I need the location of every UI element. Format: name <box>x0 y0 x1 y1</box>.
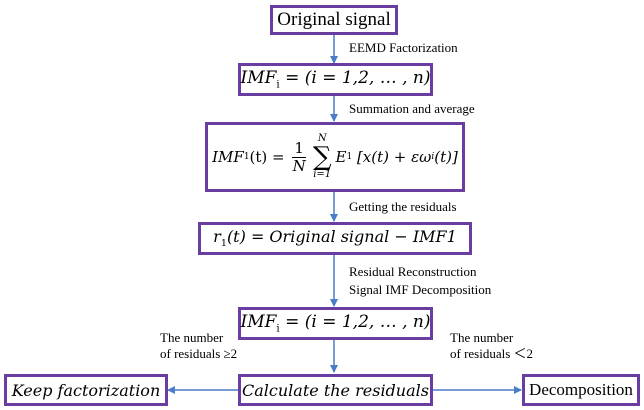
imf-i-bottom-formula: IMFi = (i = 1,2, … , n) <box>241 312 431 334</box>
label-residual-reconstruction-line2: Signal IMF Decomposition <box>349 282 492 297</box>
label-left-branch-line2: of residuals ≥2 <box>160 346 238 361</box>
sum-lower-limit: i=1 <box>313 169 332 180</box>
sigma-glyph: ∑ <box>312 142 332 172</box>
node-residual: r1(t) = Original signal − IMF1 <box>198 222 472 255</box>
imf-1-lhs-arg: (t) = <box>249 148 290 166</box>
node-decomposition-text: Decomposition <box>529 380 633 399</box>
label-left-branch-line1: The number <box>160 330 224 345</box>
label-getting-residuals: Getting the residuals <box>349 199 457 214</box>
imf-1-rhs-tail-sub: i <box>431 152 435 162</box>
label-right-branch-line1: The number <box>450 330 514 345</box>
imf-1-frac-num: 1 <box>292 138 306 158</box>
node-original-signal: Original signal <box>270 5 398 35</box>
imf-1-rhs: E <box>335 148 347 166</box>
imf-i-top-lhs: IMF <box>240 68 277 89</box>
imf-1-lhs: IMF <box>212 148 244 166</box>
label-right-branch-line2: of residuals ＜2 <box>450 346 534 361</box>
imf-1-lhs-sub: 1 <box>243 152 250 162</box>
label-residual-reconstruction-line1: Residual Reconstruction <box>349 264 477 279</box>
node-calculate-residuals-text: Calculate the residuals <box>242 380 429 400</box>
sum-upper-limit: N <box>317 133 327 144</box>
label-summation: Summation and average <box>349 101 475 116</box>
label-eemd: EEMD Factorization <box>349 40 458 55</box>
imf-1-rhs-sub: 1 <box>346 152 353 162</box>
imf-1-frac-den: N <box>292 156 306 175</box>
residual-rhs: (t) = Original signal − IMF1 <box>226 227 457 247</box>
imf-i-bottom-sub: i <box>276 323 280 335</box>
imf-1-rhs-end: (t)] <box>434 148 458 166</box>
imf-1-fraction: 1 N <box>292 138 306 175</box>
residual-formula: r1(t) = Original signal − IMF1 <box>213 227 457 249</box>
label-right-branch: The number of residuals ＜2 <box>450 330 533 362</box>
residual-lhs-sub: 1 <box>220 238 227 250</box>
imf-i-top-formula: IMFi = (i = 1,2, … , n) <box>241 68 431 90</box>
imf-1-rhs-tail: [x(t) + εω <box>352 148 432 166</box>
node-imf-i-bottom: IMFi = (i = 1,2, … , n) <box>238 307 433 340</box>
imf-i-top-rhs: = (i = 1,2, … , n) <box>279 68 431 89</box>
label-residual-reconstruction: Residual Reconstruction Signal IMF Decom… <box>349 264 491 298</box>
imf-i-top-sub: i <box>276 79 280 91</box>
imf-i-bottom-lhs: IMF <box>240 312 277 333</box>
label-left-branch: The number of residuals ≥2 <box>160 330 237 362</box>
node-decomposition: Decomposition <box>522 374 640 406</box>
node-imf-i-top: IMFi = (i = 1,2, … , n) <box>238 63 433 96</box>
node-keep-factorization: Keep factorization <box>4 374 168 406</box>
imf-i-bottom-rhs: = (i = 1,2, … , n) <box>279 312 431 333</box>
node-keep-factorization-text: Keep factorization <box>11 380 161 400</box>
residual-lhs: r <box>213 227 221 247</box>
node-original-signal-text: Original signal <box>277 9 391 30</box>
node-calculate-residuals: Calculate the residuals <box>238 374 433 406</box>
summation-symbol: N ∑ i=1 <box>313 134 332 180</box>
